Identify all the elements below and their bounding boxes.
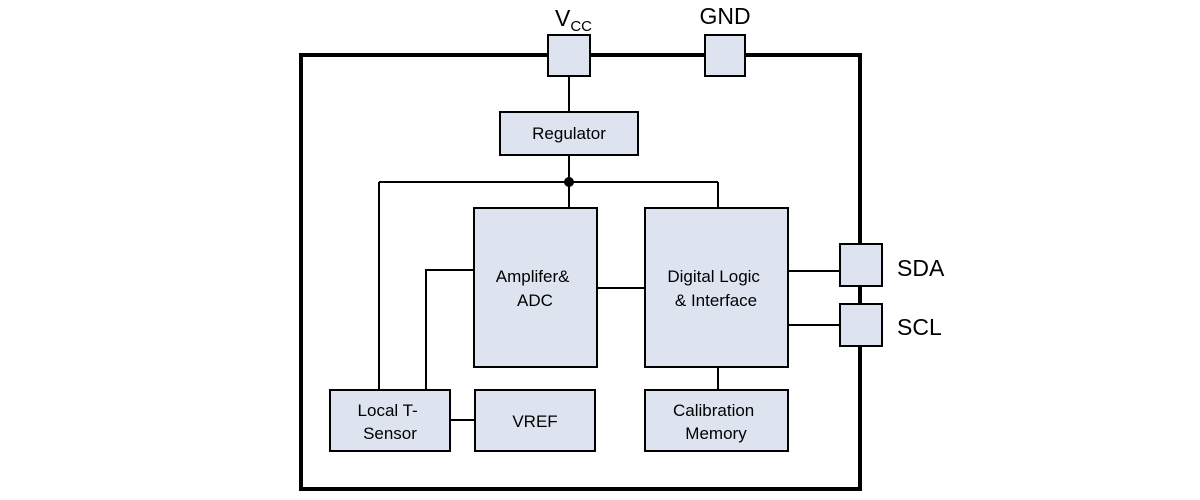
sda-pin-label: SDA (897, 255, 945, 281)
calibration-memory-label-line2: Memory (685, 424, 747, 443)
gnd-pin-label: GND (699, 3, 750, 29)
vref-label: VREF (512, 412, 557, 431)
local-sensor-label: Local T- Sensor (358, 401, 423, 443)
calibration-memory-block (644, 389, 789, 452)
vcc-pin-label-main: V (555, 5, 571, 31)
sda-pin (839, 243, 883, 287)
regulator-label: Regulator (532, 124, 606, 143)
digital-logic-block (644, 207, 789, 368)
vref-block (474, 389, 596, 452)
digital-logic-label-line2: & Interface (675, 291, 757, 310)
amplifier-adc-label: Amplifer& ADC (496, 267, 574, 310)
local-sensor-block (329, 389, 451, 452)
regulator-label-line: Regulator (532, 124, 606, 143)
wire-sensor-amplifier (425, 269, 474, 390)
regulator-block (499, 111, 639, 156)
scl-pin (839, 303, 883, 347)
gnd-pin (704, 34, 746, 77)
vref-label-line: VREF (512, 412, 557, 431)
digital-logic-label-line1: Digital Logic (667, 267, 760, 286)
local-sensor-label-line1: Local T- (358, 401, 418, 420)
power-junction-dot (564, 177, 574, 187)
amplifier-adc-block (473, 207, 598, 368)
local-sensor-label-line2: Sensor (363, 424, 417, 443)
digital-logic-label: Digital Logic & Interface (667, 267, 764, 310)
calibration-memory-label-line1: Calibration (673, 401, 754, 420)
wires (378, 76, 840, 421)
vcc-pin-label: VCC (555, 5, 592, 35)
amplifier-adc-label-line2: ADC (517, 291, 553, 310)
calibration-memory-label: Calibration Memory (673, 401, 759, 443)
vcc-pin-label-subscript: CC (570, 18, 592, 35)
vcc-pin (547, 34, 591, 77)
scl-pin-label: SCL (897, 314, 942, 340)
amplifier-adc-label-line1: Amplifer& (496, 267, 570, 286)
